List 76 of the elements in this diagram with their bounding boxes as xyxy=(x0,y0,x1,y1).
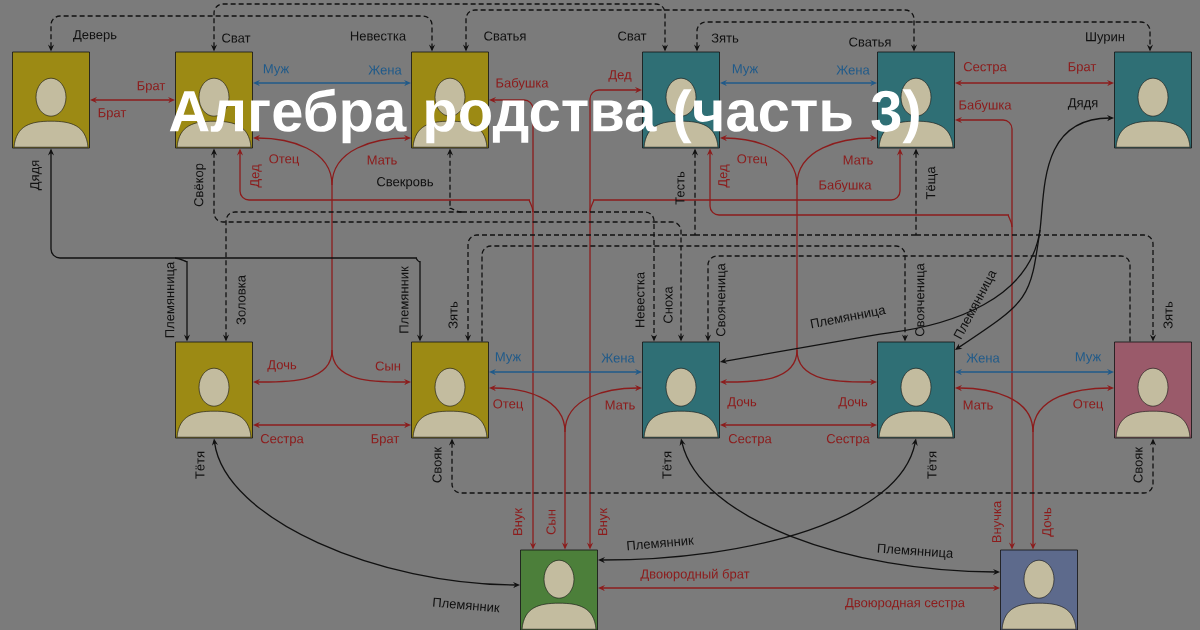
relation-label: Мать xyxy=(367,155,397,165)
person-picture xyxy=(175,341,253,439)
relation-label: Дед xyxy=(718,164,730,188)
relation-label: Золовка xyxy=(236,275,246,325)
relation-label: Зять xyxy=(711,33,739,43)
relation-label: Мать xyxy=(963,400,993,410)
relation-label: Брат xyxy=(1068,62,1097,74)
relation-label: Отец xyxy=(1073,399,1103,411)
relation-label: Брат xyxy=(371,434,400,446)
relation-label: Двоюродная сестра xyxy=(845,598,965,610)
relation-label: Зять xyxy=(1163,301,1173,329)
relation-label: Сестра xyxy=(728,434,772,446)
relation-label: Внучка xyxy=(992,500,1004,543)
relation-label: Сестра xyxy=(963,62,1007,74)
relation-label: Брат xyxy=(98,108,127,120)
relation-label: Свояченица xyxy=(716,263,728,337)
relation-label: Бабушка xyxy=(496,77,549,91)
relation-label: Бабушка xyxy=(819,179,872,193)
relation-label: Племянник xyxy=(433,597,500,613)
relation-label: Жена xyxy=(966,353,1000,363)
relation-label: Зять xyxy=(448,301,458,329)
relation-label: Мать xyxy=(843,155,873,165)
person-picture xyxy=(642,341,720,439)
person-picture xyxy=(877,341,955,439)
relation-label: Свояк xyxy=(1133,446,1143,483)
relation-label: Дядя xyxy=(1067,98,1098,110)
relation-label: Отец xyxy=(737,154,767,166)
person-picture xyxy=(1114,51,1192,149)
relation-label: Племянница xyxy=(810,307,887,329)
relation-label: Жена xyxy=(368,65,402,75)
relation-label: Брат xyxy=(137,81,166,93)
relation-label: Племянница xyxy=(877,543,953,560)
relation-label: Отец xyxy=(493,399,523,411)
relation-label: Свояченица xyxy=(915,263,927,337)
relation-label: Племянник xyxy=(627,537,695,551)
relation-label: Жена xyxy=(601,353,635,363)
relation-label: Сын xyxy=(546,509,556,535)
relation-label: Свёкор xyxy=(194,163,206,207)
person-picture xyxy=(520,549,598,630)
relation-label: Внук xyxy=(598,507,610,535)
relation-label: Тётя xyxy=(195,451,205,479)
relation-label: Внук xyxy=(513,507,525,535)
person-picture xyxy=(1000,549,1078,630)
person-picture xyxy=(1114,341,1192,439)
relation-label: Бабушка xyxy=(959,99,1012,113)
relation-label: Свекровь xyxy=(377,177,434,189)
relation-label: Свояк xyxy=(432,446,442,483)
relation-label: Муж xyxy=(1075,352,1102,364)
relation-label: Двоюродный брат xyxy=(640,568,750,582)
connector-line xyxy=(331,184,333,351)
relation-label: Сватья xyxy=(484,31,526,41)
arrow xyxy=(481,245,909,343)
relation-label: Тётя xyxy=(927,451,937,479)
relation-label: Сестра xyxy=(260,434,304,446)
relation-label: Дочь xyxy=(1042,507,1054,537)
relation-label: Дядя xyxy=(30,160,42,191)
relation-label: Мать xyxy=(605,400,635,410)
connector-line xyxy=(694,234,917,236)
person-picture xyxy=(12,51,90,149)
relation-label: Сын xyxy=(375,361,401,371)
connector-line xyxy=(796,184,798,351)
relation-label: Тёща xyxy=(926,166,938,200)
relation-label: Дед xyxy=(250,164,262,188)
relation-label: Сестра xyxy=(826,434,870,446)
relation-label: Невестка xyxy=(635,271,645,328)
relation-label: Сноха xyxy=(663,286,673,323)
relation-label: Дед xyxy=(608,70,632,82)
relation-label: Дочь xyxy=(267,360,297,372)
relation-label: Тётя xyxy=(662,451,672,479)
relation-label: Муж xyxy=(263,64,290,76)
person-picture xyxy=(411,341,489,439)
relation-label: Тесть xyxy=(675,171,685,205)
relation-label: Муж xyxy=(495,352,522,364)
relation-label: Жена xyxy=(836,65,870,75)
relation-label: Муж xyxy=(732,64,759,76)
relation-label: Отец xyxy=(269,154,299,166)
